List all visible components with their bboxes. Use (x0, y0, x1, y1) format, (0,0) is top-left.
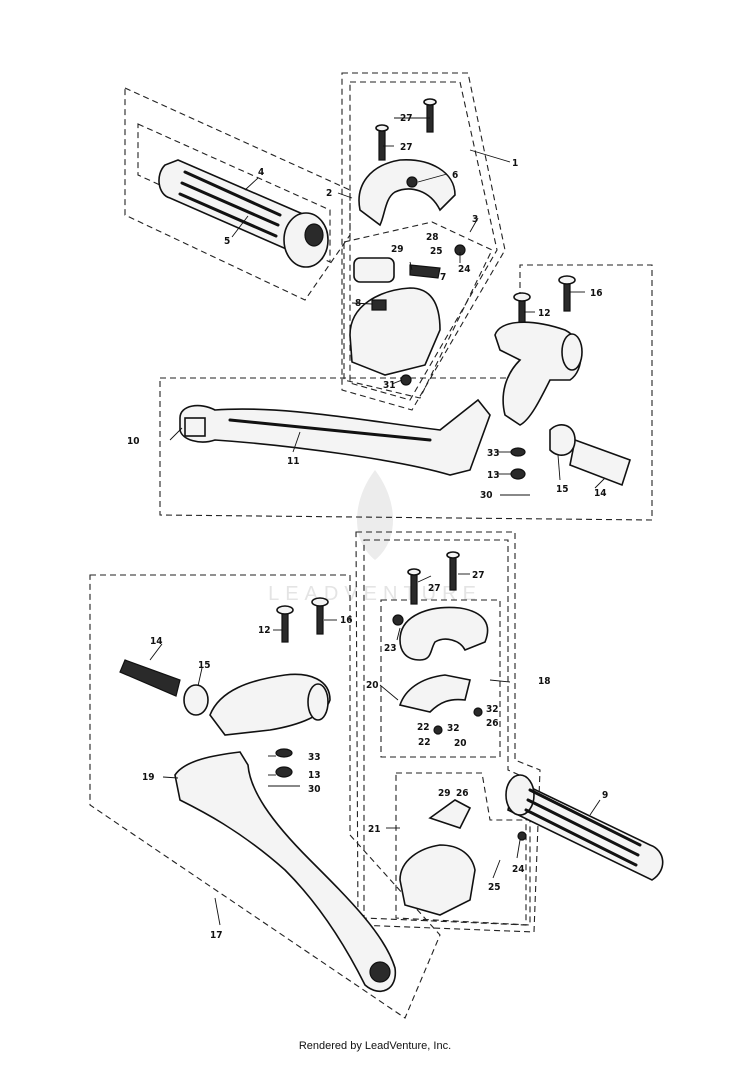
callout-21: 21 (368, 824, 381, 835)
top-parts (158, 98, 631, 496)
callout-19: 19 (142, 772, 155, 783)
callout-25: 25 (430, 246, 443, 257)
outline-assembly-2 (124, 87, 351, 301)
callout-26: 26 (456, 788, 469, 799)
upper-switch-housing (358, 159, 456, 227)
callout-14: 14 (594, 488, 607, 499)
watermark-flame-icon (356, 470, 394, 560)
callout-15: 15 (198, 660, 211, 671)
brake-grip (505, 774, 664, 881)
outline-grip-4 (137, 123, 331, 263)
callout-33: 33 (308, 752, 321, 763)
throttle-grip (158, 159, 329, 268)
outline-assembly-3 (343, 221, 493, 399)
callout-12: 12 (538, 308, 551, 319)
callout-23: 23 (384, 643, 397, 654)
callout-7: 7 (440, 272, 446, 283)
top-bolts-27 (375, 98, 437, 161)
callout-24: 24 (458, 264, 471, 275)
clutch-lever-11 (179, 398, 491, 476)
callout-13: 13 (308, 770, 321, 781)
callout-16: 16 (340, 615, 353, 626)
bottom-parts (119, 551, 664, 992)
lower-switch-housing (349, 244, 466, 386)
callout-22: 22 (417, 722, 430, 733)
callout-2: 2 (326, 188, 332, 199)
callout-33: 33 (487, 448, 500, 459)
callout-27: 27 (400, 142, 413, 153)
callout-25: 25 (488, 882, 501, 893)
callout-20: 20 (366, 680, 379, 691)
callout-32: 32 (447, 723, 460, 734)
callout-27: 27 (428, 583, 441, 594)
outline-assembly-19 (380, 599, 501, 758)
callout-26: 26 (486, 718, 499, 729)
callout-27: 27 (400, 113, 413, 124)
leader-lines (149, 117, 606, 926)
footer-credit: Rendered by LeadVenture, Inc. (298, 1040, 452, 1052)
brake-lever-17 (174, 751, 396, 992)
callout-29: 29 (391, 244, 404, 255)
lever-bracket-bottom (119, 597, 331, 787)
callout-4: 4 (258, 167, 264, 178)
callout-12: 12 (258, 625, 271, 636)
brake-switch-housing (399, 606, 489, 661)
callout-15: 15 (556, 484, 569, 495)
callout-10: 10 (127, 436, 140, 447)
outline-assembly-16 (89, 574, 441, 1019)
callout-14: 14 (150, 636, 163, 647)
outline-assembly-1 (341, 72, 506, 411)
callout-20: 20 (454, 738, 467, 749)
callout-29: 29 (438, 788, 451, 799)
callout-1: 1 (512, 158, 518, 169)
callout-30: 30 (480, 490, 493, 501)
lower-brake-housing (399, 844, 476, 916)
callout-24: 24 (512, 864, 525, 875)
outline-assembly-1-inner (349, 81, 498, 401)
callout-11: 11 (287, 456, 300, 467)
callout-3: 3 (472, 214, 478, 225)
callout-27: 27 (472, 570, 485, 581)
callout-6: 6 (452, 170, 458, 181)
callout-13: 13 (487, 470, 500, 481)
callout-30: 30 (308, 784, 321, 795)
callout-16: 16 (590, 288, 603, 299)
callout-31: 31 (383, 380, 396, 391)
parts-diagram: LEADVENTURE (89, 72, 664, 1019)
callout-8: 8 (355, 298, 361, 309)
callout-28: 28 (426, 232, 439, 243)
callout-17: 17 (210, 930, 223, 941)
callout-labels: 27 27 1 2 4 5 6 3 28 29 25 24 7 8 31 16 … (127, 113, 608, 941)
lever-bracket-top (494, 275, 631, 496)
callout-9: 9 (602, 790, 608, 801)
callout-18: 18 (538, 676, 551, 687)
callout-5: 5 (224, 236, 230, 247)
callout-32: 32 (486, 704, 499, 715)
callout-22: 22 (418, 737, 431, 748)
